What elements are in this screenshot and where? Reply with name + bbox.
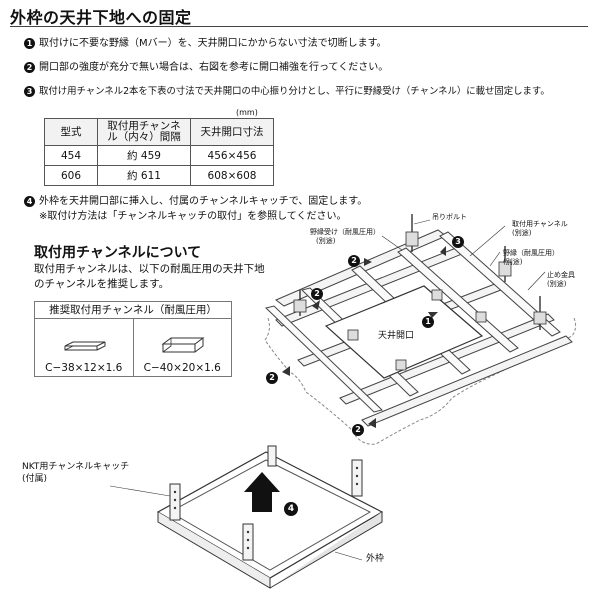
recommended-channel-box: 推奨取付用チャンネル（耐風圧用） C−38×12×1.6 C−40×20×1.6 xyxy=(34,301,232,377)
furring-label: 野縁（耐風圧用） xyxy=(503,249,559,257)
table-unit: (mm) xyxy=(236,108,258,117)
step-4-number: 4 xyxy=(24,196,35,207)
step-4: 4 外枠を天井開口部に挿入し、付属のチャンネルキャッチで、固定します。 xyxy=(24,195,367,208)
diagram-badge-2: 2 xyxy=(311,288,323,300)
table-cell: 608×608 xyxy=(190,165,274,186)
mount-channel-label: 取付用チャンネル xyxy=(512,220,568,228)
table-cell: 約 459 xyxy=(97,145,191,166)
table-header-model: 型式 xyxy=(44,118,98,146)
diagram-badge-2: 2 xyxy=(352,424,364,436)
step-2-text: 開口部の強度が充分で無い場合は、右図を参考に開口補強を行ってください。 xyxy=(39,62,389,73)
furring-note: (別途) xyxy=(503,258,523,266)
diagram-badge-3: 3 xyxy=(452,236,464,248)
c-channel-38-icon xyxy=(64,341,106,351)
step-3-text: 取付け用チャンネル2本を下表の寸法で天井開口の中心振り分けとし、平行に野縁受け（… xyxy=(39,86,550,97)
table-header-channel-spacing: 取付用チャンネル（内々）間隔 xyxy=(97,118,191,146)
step-3: 3 取付け用チャンネル2本を下表の寸法で天井開口の中心振り分けとし、平行に野縁受け… xyxy=(24,85,550,98)
mount-channel-note: (別途) xyxy=(512,229,532,237)
table-cell: 約 611 xyxy=(97,165,191,186)
step-4-note: ※取付け方法は「チャンネルキャッチの取付」を参照してください。 xyxy=(39,211,347,222)
recommended-channel-label: C−38×12×1.6 xyxy=(45,362,123,374)
step-3-number: 3 xyxy=(24,86,35,97)
channel-catch-label: NKT用チャンネルキャッチ xyxy=(22,462,130,472)
step-1: 1 取付けに不要な野縁（Mバー）を、天井開口にかからない寸法で切断します。 xyxy=(24,37,387,50)
hanger-bolt-label: 吊りボルト xyxy=(432,213,467,221)
dimension-table: 型式 取付用チャンネル（内々）間隔 天井開口寸法 454 約 459 456×4… xyxy=(44,118,274,186)
channel-catch-note: (付属) xyxy=(22,474,48,484)
table-header-opening: 天井開口寸法 xyxy=(190,118,274,146)
step-1-text: 取付けに不要な野縁（Mバー）を、天井開口にかからない寸法で切断します。 xyxy=(39,38,387,49)
table-header-row: 型式 取付用チャンネル（内々）間隔 天井開口寸法 xyxy=(44,118,274,146)
table-cell: 606 xyxy=(44,165,98,186)
title-rule xyxy=(10,26,588,27)
recommended-channel-header: 推奨取付用チャンネル（耐風圧用） xyxy=(35,302,231,319)
step-2-number: 2 xyxy=(24,62,35,73)
page-title: 外枠の天井下地への固定 xyxy=(10,8,192,27)
stopper-label: 止め金具 xyxy=(547,271,575,279)
recommended-channel-item: C−38×12×1.6 xyxy=(35,319,133,377)
furring-receiver-note: (別途) xyxy=(316,237,336,245)
diagram-badge-2: 2 xyxy=(266,372,278,384)
ceiling-opening-label: 天井開口 xyxy=(378,331,415,341)
outer-frame-label: 外枠 xyxy=(366,554,385,564)
step-2: 2 開口部の強度が充分で無い場合は、右図を参考に開口補強を行ってください。 xyxy=(24,61,388,74)
step-1-number: 1 xyxy=(24,38,35,49)
recommended-channel-label: C−40×20×1.6 xyxy=(143,362,221,374)
stopper-note: (別途) xyxy=(547,280,567,288)
channel-section-heading: 取付用チャンネルについて xyxy=(34,245,202,261)
step-4-text: 外枠を天井開口部に挿入し、付属のチャンネルキャッチで、固定します。 xyxy=(39,196,368,207)
furring-receiver-label: 野縁受け（耐風圧用） xyxy=(310,228,380,236)
recommended-channel-item: C−40×20×1.6 xyxy=(132,319,232,377)
frame-badge-4: 4 xyxy=(284,502,298,516)
table-row: 606 約 611 608×608 xyxy=(44,165,274,186)
diagram-badge-1: 1 xyxy=(422,316,434,328)
channel-section-body: 取付用チャンネルは、以下の耐風圧用の天井下地のチャンネルを推奨します。 xyxy=(34,263,265,290)
c-channel-40-icon xyxy=(161,337,205,353)
diagram-badge-2: 2 xyxy=(348,255,360,267)
